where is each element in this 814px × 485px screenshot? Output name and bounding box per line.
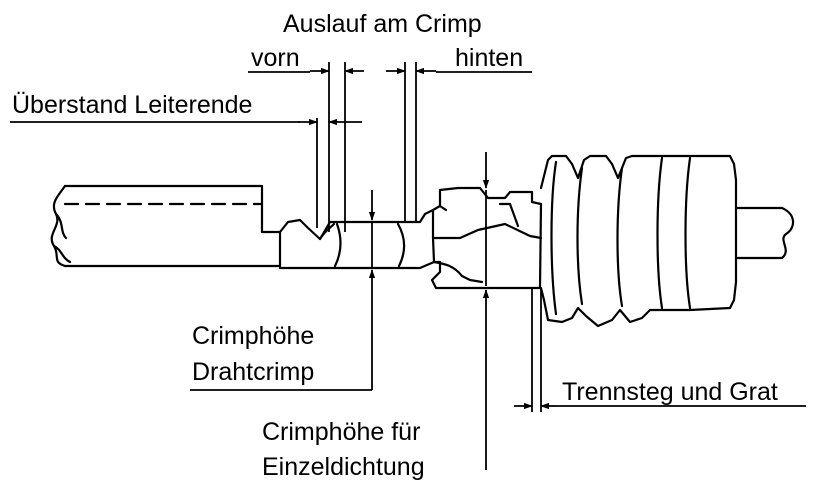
- label-crimphoehe-drahtcrimp-line1: Crimphöhe: [192, 322, 314, 350]
- label-crimphoehe-einzeldichtung-line1: Crimphöhe für: [262, 418, 420, 446]
- label-crimphoehe-einzeldichtung-line2: Einzeldichtung: [262, 453, 425, 481]
- label-trennsteg-und-grat: Trennsteg und Grat: [562, 378, 778, 406]
- label-ueberstand-leiterende: Überstand Leiterende: [12, 91, 252, 119]
- cable-right: [734, 206, 795, 260]
- label-auslauf-am-crimp: Auslauf am Crimp: [283, 10, 482, 38]
- label-hinten: hinten: [455, 44, 523, 72]
- cable-insulation: [50, 184, 282, 268]
- labels: Auslauf am Crimp vorn hinten Überstand L…: [12, 10, 778, 481]
- seal-crimp: [430, 186, 543, 290]
- dim-crimphoehe-drahtcrimp: [190, 190, 376, 391]
- label-crimphoehe-drahtcrimp-line2: Drahtcrimp: [192, 358, 314, 386]
- dimension-lines: [10, 62, 806, 470]
- label-vorn: vorn: [251, 44, 300, 72]
- dim-auslauf-vorn: [310, 62, 364, 232]
- dim-trennsteg-und-grat: [514, 288, 806, 412]
- crimp-drawing: [50, 154, 795, 328]
- dim-ueberstand-leiterende: [10, 118, 362, 228]
- single-wire-seal: [539, 154, 738, 328]
- wire-crimp: [278, 208, 436, 270]
- dim-auslauf-hinten: [386, 62, 436, 222]
